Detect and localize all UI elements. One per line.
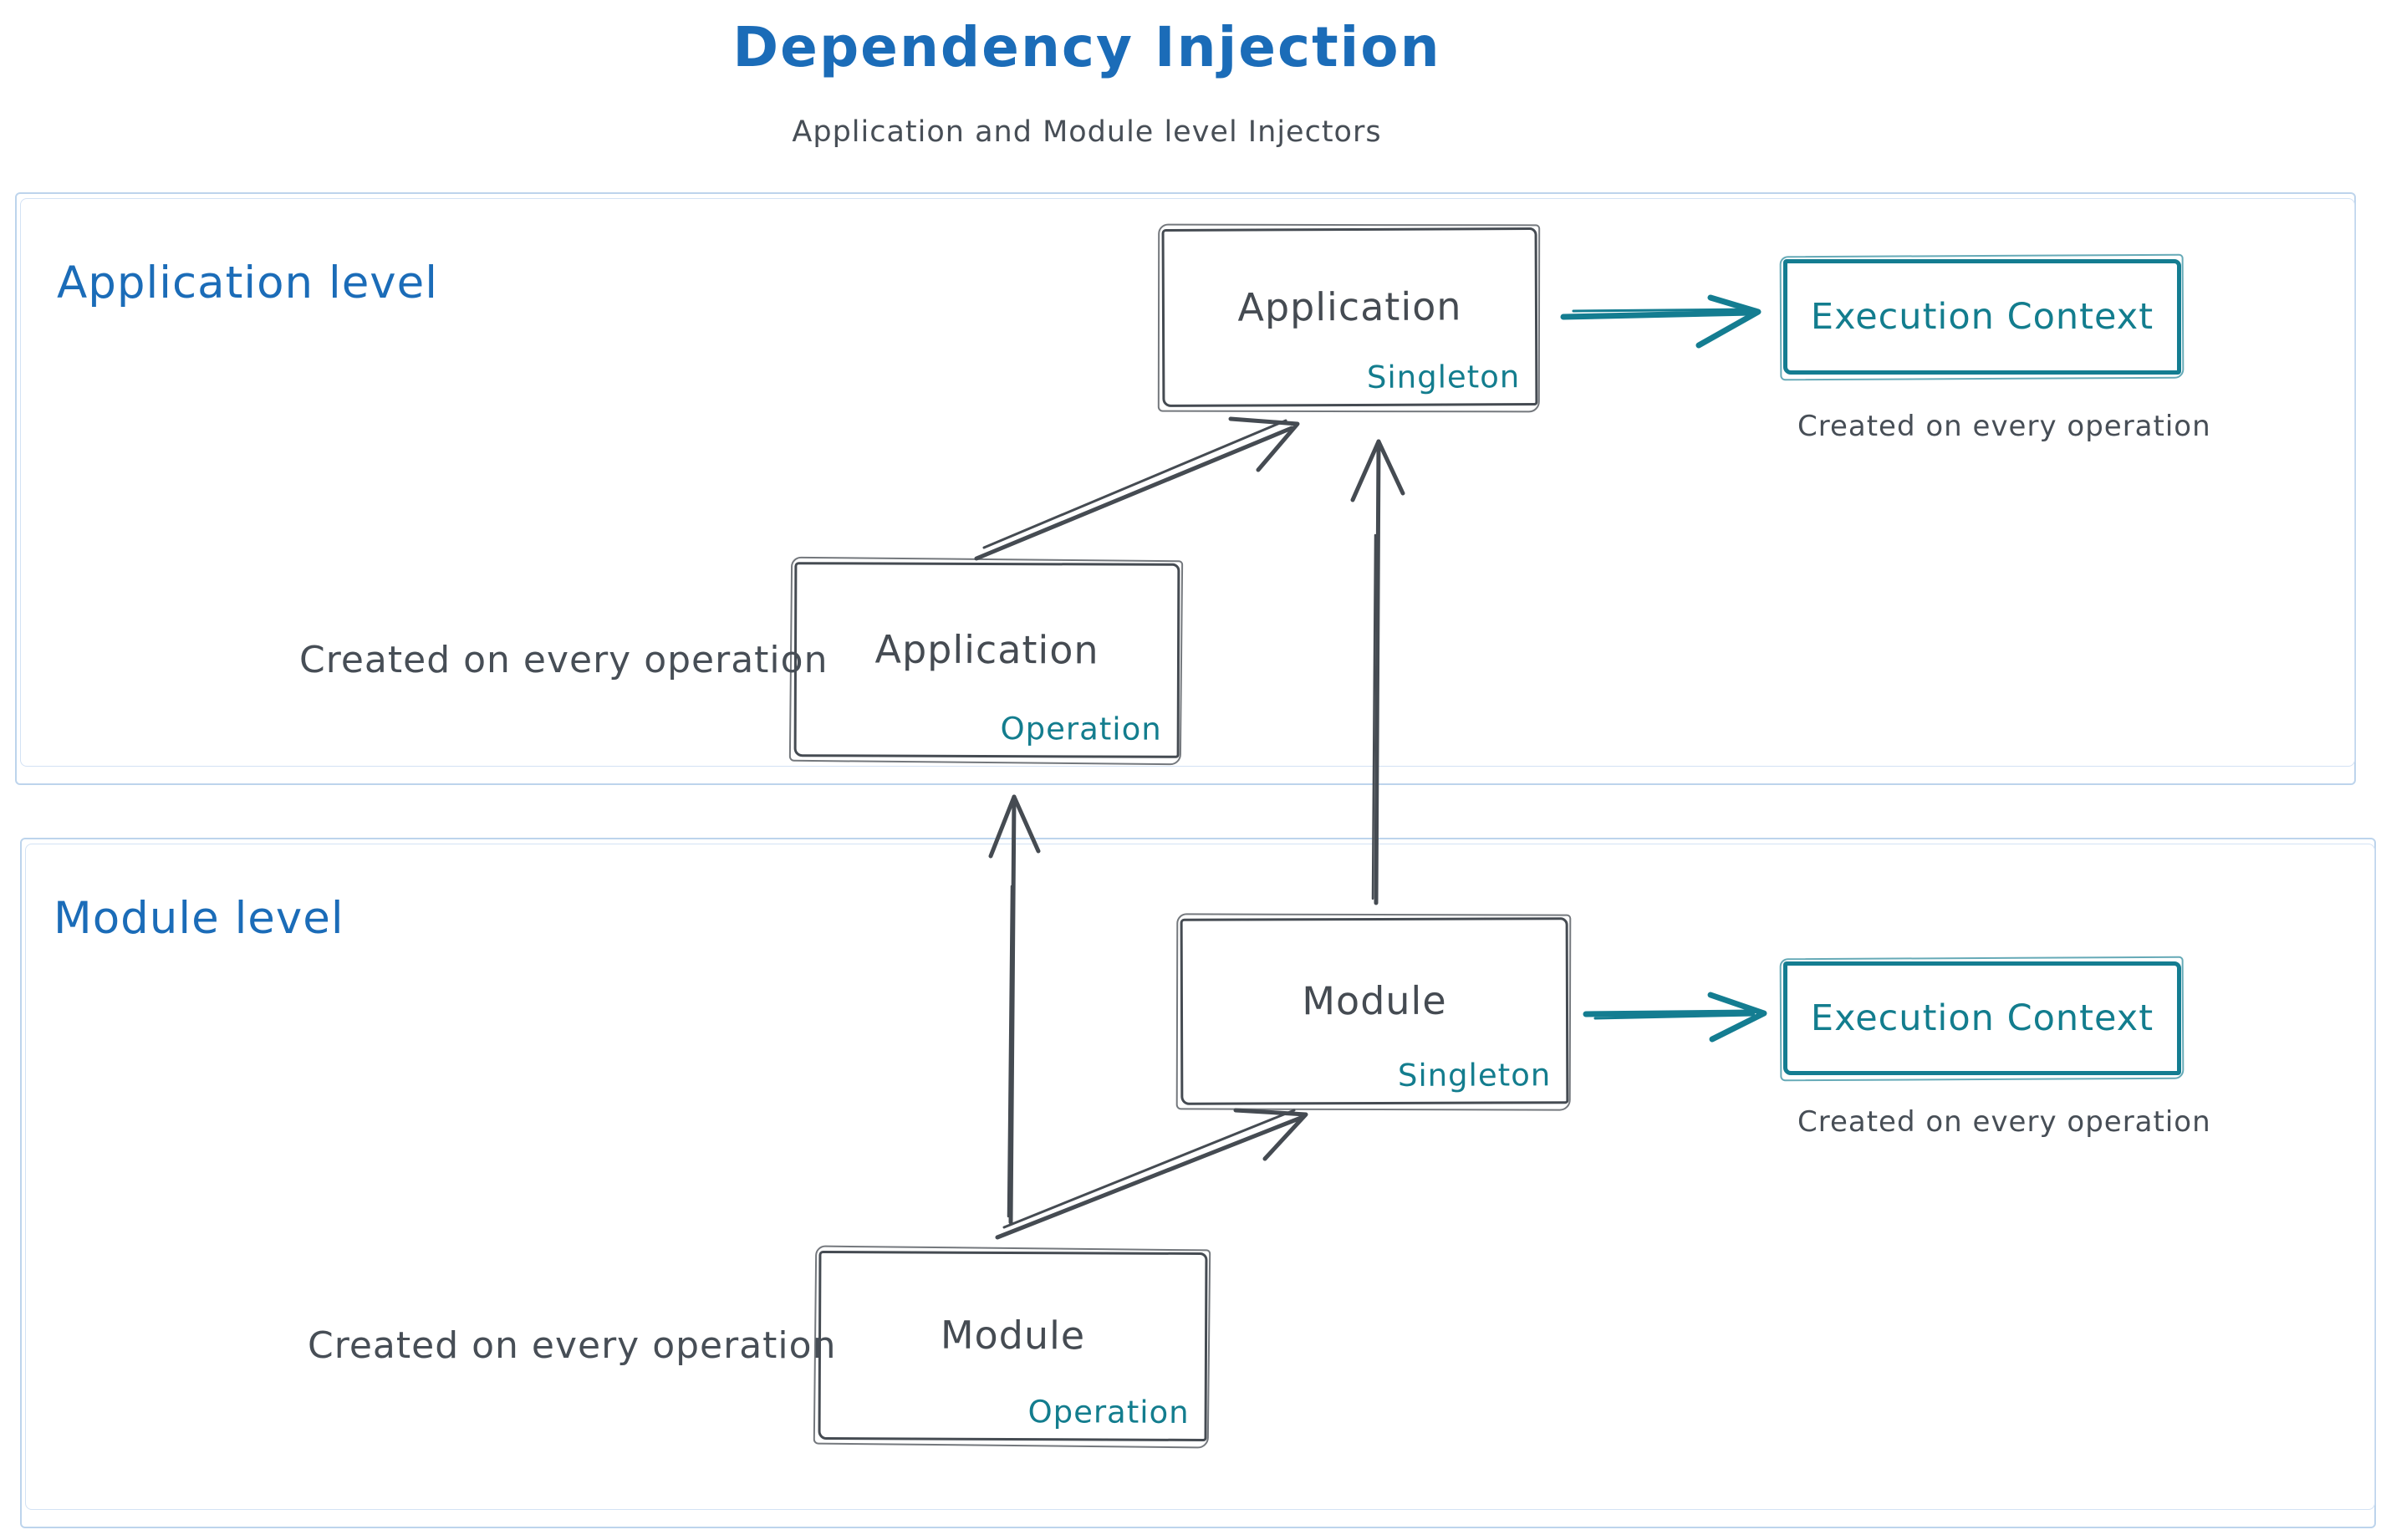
module-level-section	[20, 838, 2376, 1528]
diagram-subtitle: Application and Module level Injectors	[792, 115, 1382, 149]
execution-context-application: Execution Context	[1783, 259, 2181, 375]
caption-module-operation: Created on every operation	[308, 1324, 837, 1367]
node-application-operation: Application Operation	[793, 562, 1180, 758]
application-level-label: Application level	[57, 258, 439, 309]
application-level-section	[15, 192, 2356, 785]
node-application-operation-title: Application	[874, 626, 1099, 672]
node-module-operation-title: Module	[940, 1312, 1086, 1359]
caption-execution-context-application: Created on every operation	[1797, 410, 2211, 443]
caption-execution-context-module: Created on every operation	[1797, 1105, 2211, 1139]
node-module-singleton-badge: Singleton	[1397, 1057, 1552, 1094]
execution-context-application-title: Execution Context	[1810, 296, 2154, 338]
node-application-singleton-badge: Singleton	[1366, 359, 1521, 395]
node-application-singleton: Application Singleton	[1161, 227, 1538, 407]
execution-context-module-title: Execution Context	[1810, 997, 2154, 1039]
node-application-singleton-title: Application	[1237, 283, 1462, 330]
caption-app-operation: Created on every operation	[299, 639, 828, 681]
node-module-operation: Module Operation	[818, 1250, 1208, 1442]
diagram-title: Dependency Injection	[732, 15, 1441, 79]
node-module-operation-badge: Operation	[1027, 1394, 1190, 1430]
node-module-singleton-title: Module	[1302, 977, 1447, 1023]
node-application-operation-badge: Operation	[1000, 711, 1162, 747]
module-level-label: Module level	[54, 893, 344, 944]
node-module-singleton: Module Singleton	[1180, 917, 1569, 1105]
execution-context-module: Execution Context	[1783, 961, 2181, 1075]
